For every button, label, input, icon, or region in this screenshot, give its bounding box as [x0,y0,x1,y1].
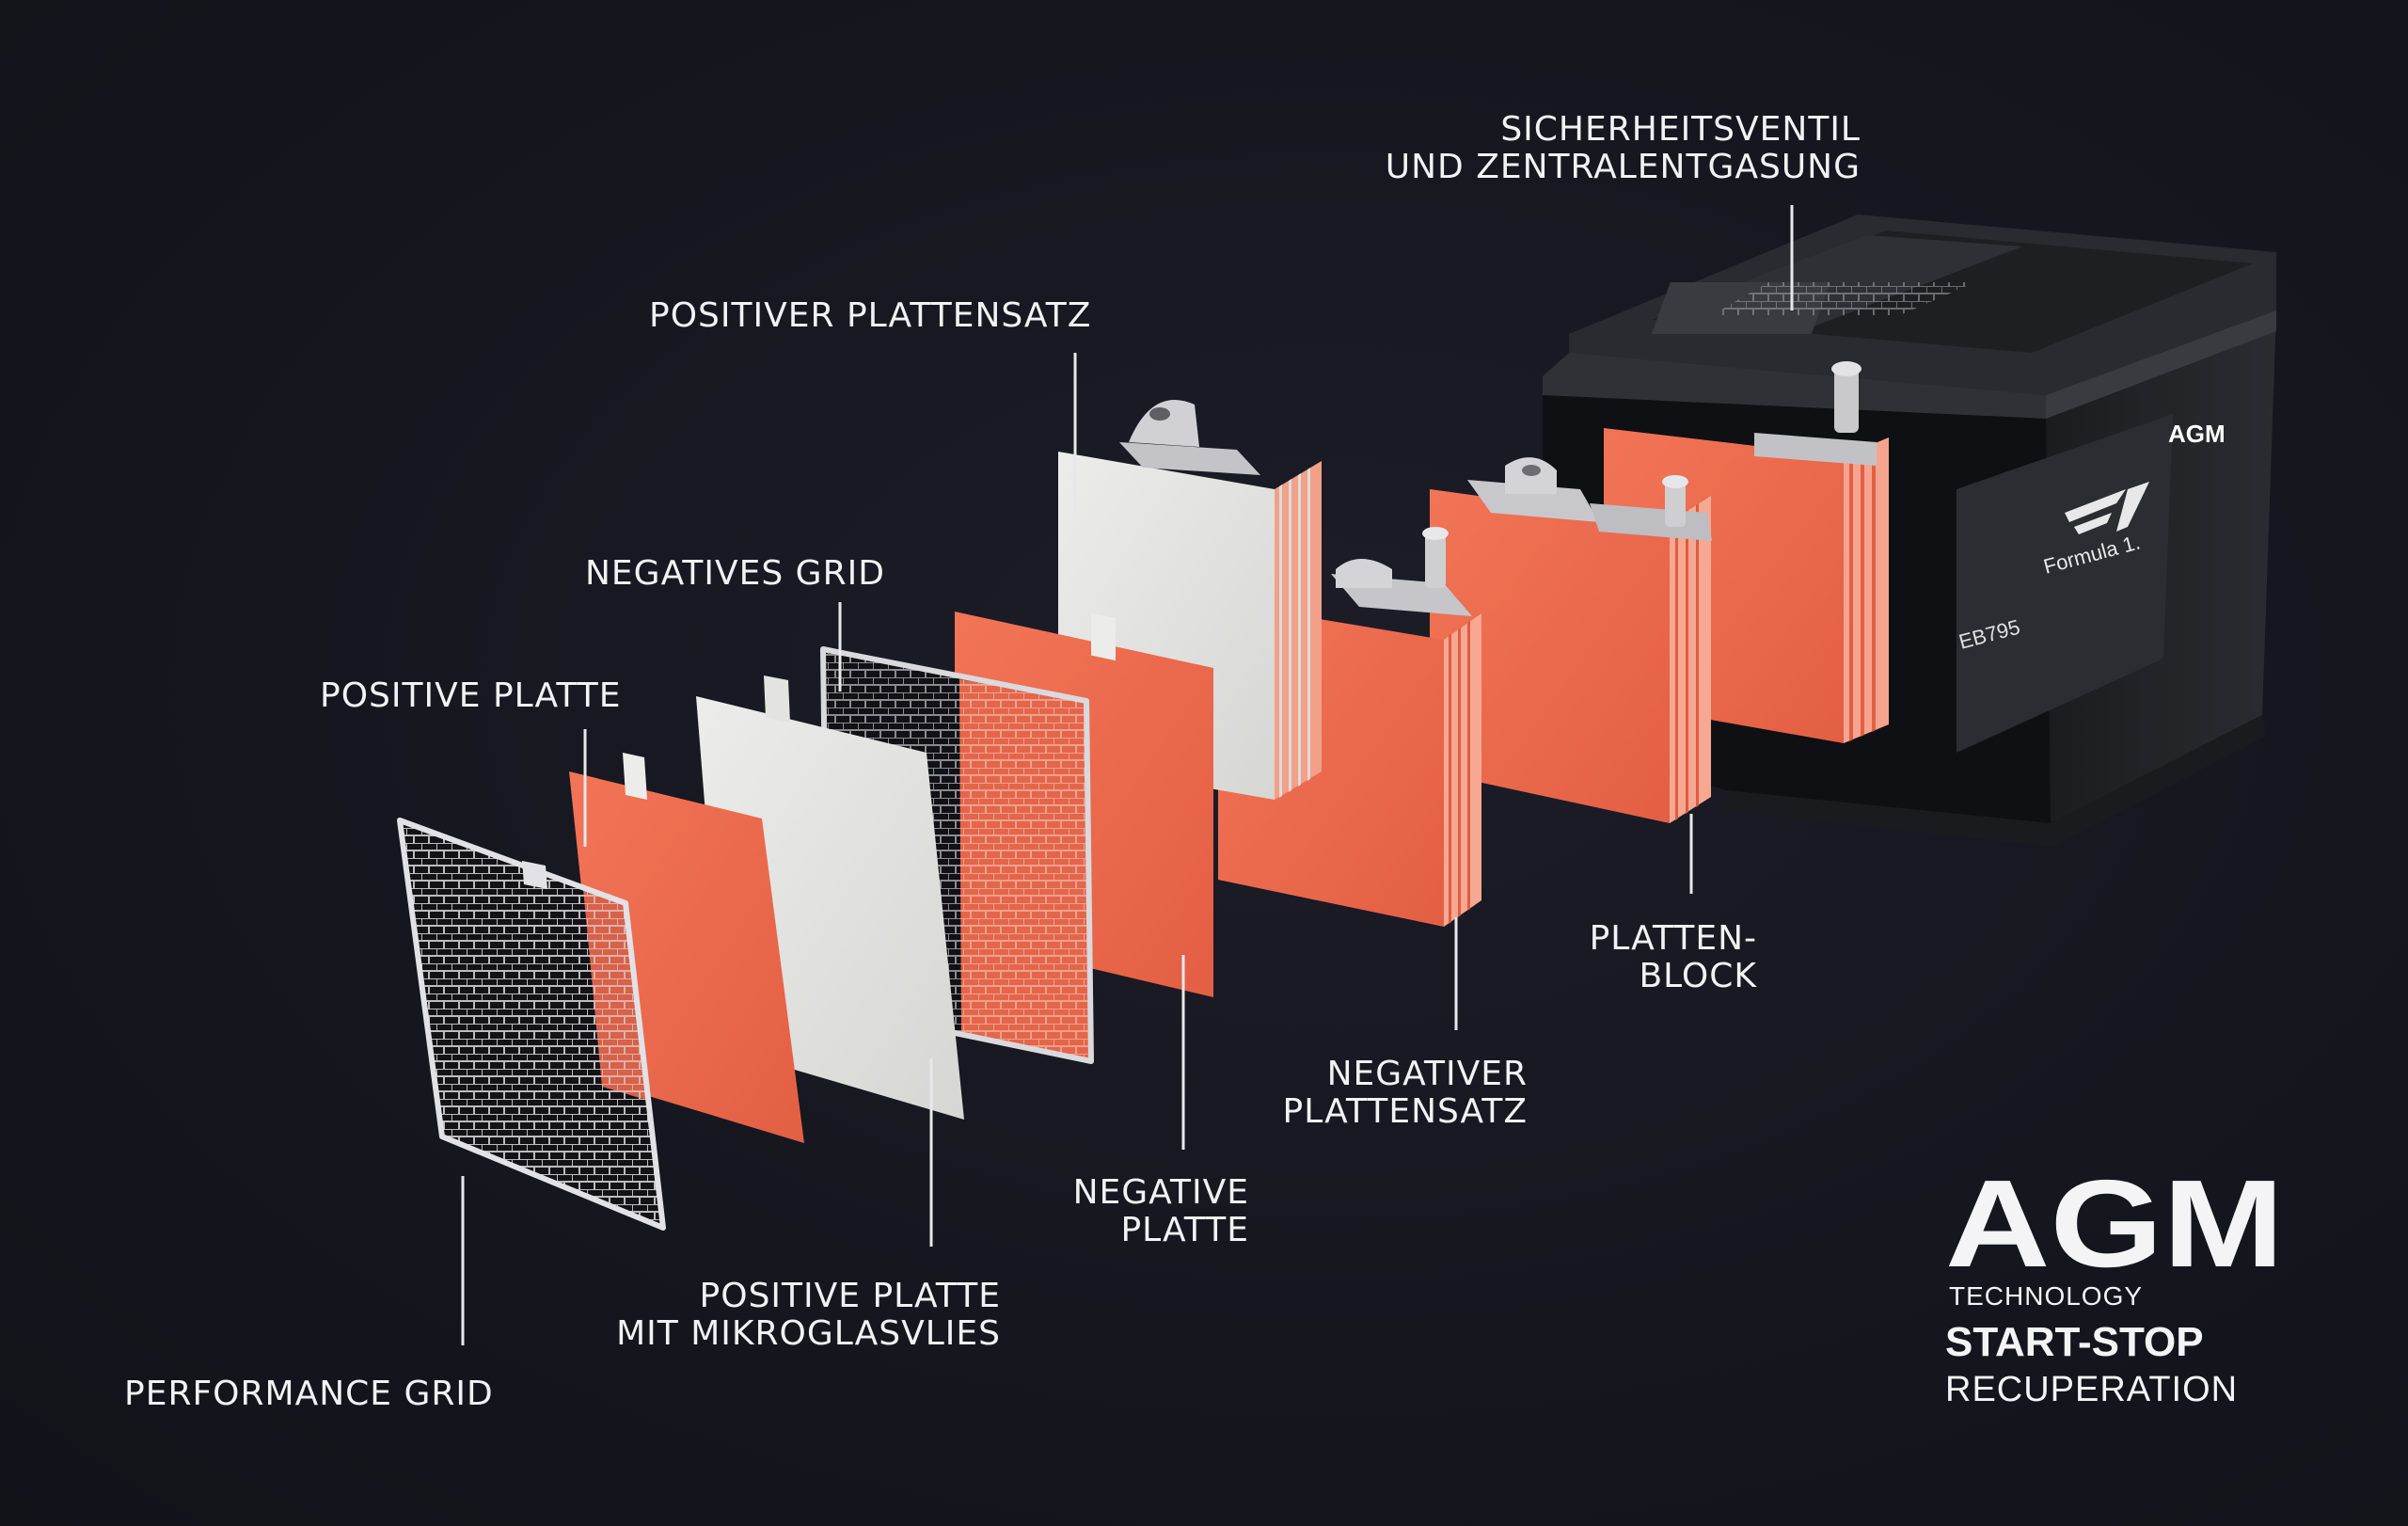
brand-technology: TECHNOLOGY [1949,1281,2144,1311]
label-negativer-plattensatz: NEGATIVER PLATTENSATZ [1282,1055,1528,1131]
brand-start-stop: START-STOP [1945,1319,2204,1365]
f1-logo-icon [2065,482,2149,534]
label-performance-grid: PERFORMANCE GRID [124,1375,494,1413]
label-negatives-grid: NEGATIVES GRID [585,554,885,593]
performance-grid-illustration [397,818,666,1231]
agm-logo: AGM [1945,1165,2284,1273]
platten-block-illustration [1430,457,1712,823]
battery-front-label: AGM Formula 1. EB795 [1956,414,2226,753]
agm-logo-text: AGM [1945,1165,2284,1273]
label-positive-platte: POSITIVE PLATTE [320,676,622,715]
battery-label-agm: AGM [2168,420,2226,448]
label-positiver-plattensatz: POSITIVER PLATTENSATZ [649,296,1092,335]
brand-recuperation: RECUPERATION [1945,1370,2239,1409]
label-sicherheitsventil: SICHERHEITSVENTIL UND ZENTRALENTGASUNG [1385,110,1861,186]
label-negative-platte: NEGATIVE PLATTE [1072,1173,1249,1249]
label-positive-platte-mikroglasvlies: POSITIVE PLATTE MIT MIKROGLASVLIES [616,1277,1001,1353]
label-platten-block: PLATTEN- BLOCK [1589,919,1757,995]
leader-lines [461,205,1794,1345]
